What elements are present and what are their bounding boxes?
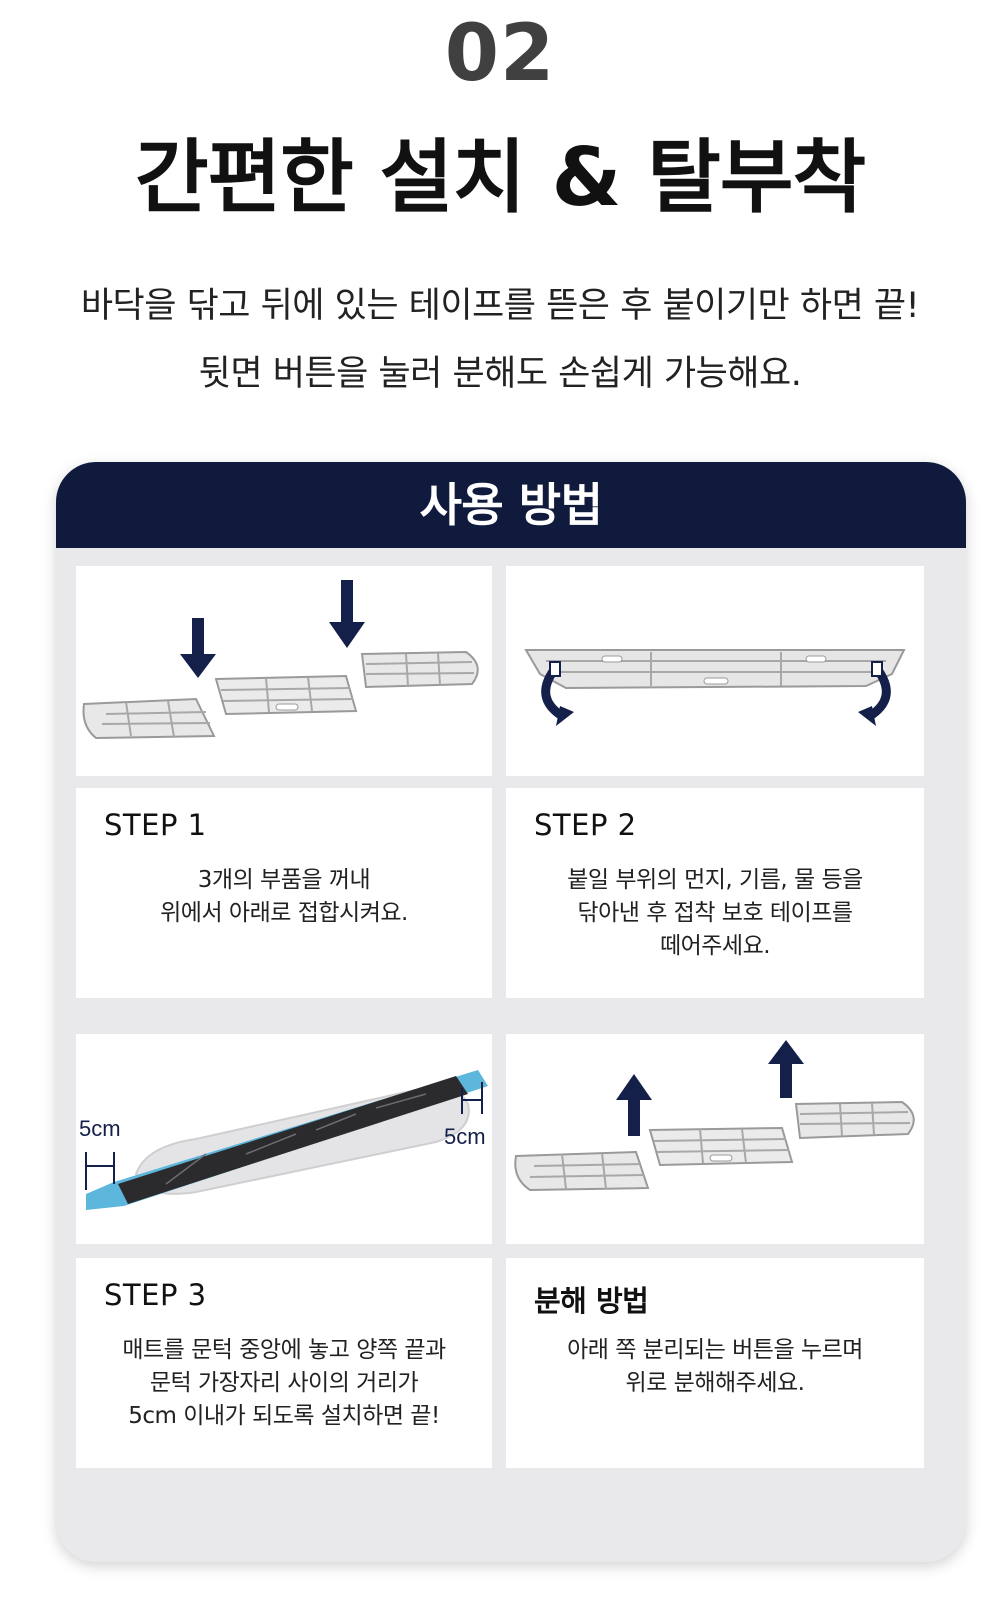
arrow-down-icon: [329, 580, 365, 648]
disassembly-image: [506, 1034, 924, 1244]
assembly-illustration: [82, 580, 479, 740]
intro-line-1: 바닥을 닦고 뒤에 있는 테이프를 뜯은 후 붙이기만 하면 끝!: [80, 286, 920, 326]
mat-piece-right: [360, 650, 479, 689]
step1-card: STEP 1 3개의 부품을 꺼내 위에서 아래로 접합시켜요.: [76, 788, 492, 998]
mat-assembled: [524, 649, 906, 690]
peel-arrow-right-icon: [858, 661, 891, 726]
arrow-up-icon: [768, 1040, 804, 1098]
mat-piece-middle: [648, 1126, 794, 1167]
disassembly-title: 분해 방법: [534, 1284, 649, 1318]
step2-card: STEP 2 붙일 부위의 먼지, 기름, 물 등을 닦아낸 후 접착 보호 테…: [506, 788, 924, 998]
mat-piece-right: [794, 1100, 915, 1140]
threshold-strip: [86, 1070, 488, 1210]
arrow-down-icon: [180, 618, 216, 678]
step2-text: 붙일 부위의 먼지, 기름, 물 등을 닦아낸 후 접착 보호 테이프를 떼어주…: [567, 867, 863, 959]
disassembly-illustration: [514, 1040, 915, 1192]
intro-text: 바닥을 닦고 뒤에 있는 테이프를 뜯은 후 붙이기만 하면 끝! 뒷면 버튼을…: [0, 272, 1000, 408]
step1-text: 3개의 부품을 꺼내 위에서 아래로 접합시켜요.: [160, 867, 408, 926]
disassembly-card: 분해 방법 아래 쪽 분리되는 버튼을 누르며 위로 분해해주세요.: [506, 1258, 924, 1468]
page-title: 간편한 설치 & 탈부착: [134, 131, 866, 224]
intro-line-2: 뒷면 버튼을 눌러 분해도 손쉽게 가능해요.: [198, 354, 802, 394]
step1-image: [76, 566, 492, 776]
step3-text: 매트를 문턱 중앙에 놓고 양쪽 끝과 문턱 가장자리 사이의 거리가 5cm …: [122, 1337, 446, 1429]
tape-peel-illustration: [524, 649, 906, 726]
step2-title: STEP 2: [534, 808, 637, 842]
step3-title: STEP 3: [104, 1278, 207, 1312]
step3-image: 5cm 5cm: [76, 1034, 492, 1244]
mat-piece-left: [82, 697, 216, 740]
mat-piece-left: [514, 1150, 650, 1192]
how-to-card: 사용 방법: [56, 462, 966, 1562]
step3-card: STEP 3 매트를 문턱 중앙에 놓고 양쪽 끝과 문턱 가장자리 사이의 거…: [76, 1258, 492, 1468]
dimension-label-right: 5cm: [444, 1124, 486, 1149]
section-number: 02: [444, 9, 556, 99]
dimension-right-icon: [461, 1082, 483, 1114]
arrow-up-icon: [616, 1074, 652, 1136]
dimension-label-left: 5cm: [79, 1116, 121, 1141]
step2-image: [506, 566, 924, 776]
mat-piece-middle: [214, 674, 358, 716]
how-to-header: 사용 방법: [56, 462, 966, 548]
disassembly-text: 아래 쪽 분리되는 버튼을 누르며 위로 분해해주세요.: [567, 1337, 863, 1396]
step1-title: STEP 1: [104, 808, 207, 842]
placement-illustration: 5cm 5cm: [79, 1070, 488, 1210]
dimension-left-icon: [85, 1152, 115, 1190]
peel-arrow-left-icon: [541, 661, 574, 726]
